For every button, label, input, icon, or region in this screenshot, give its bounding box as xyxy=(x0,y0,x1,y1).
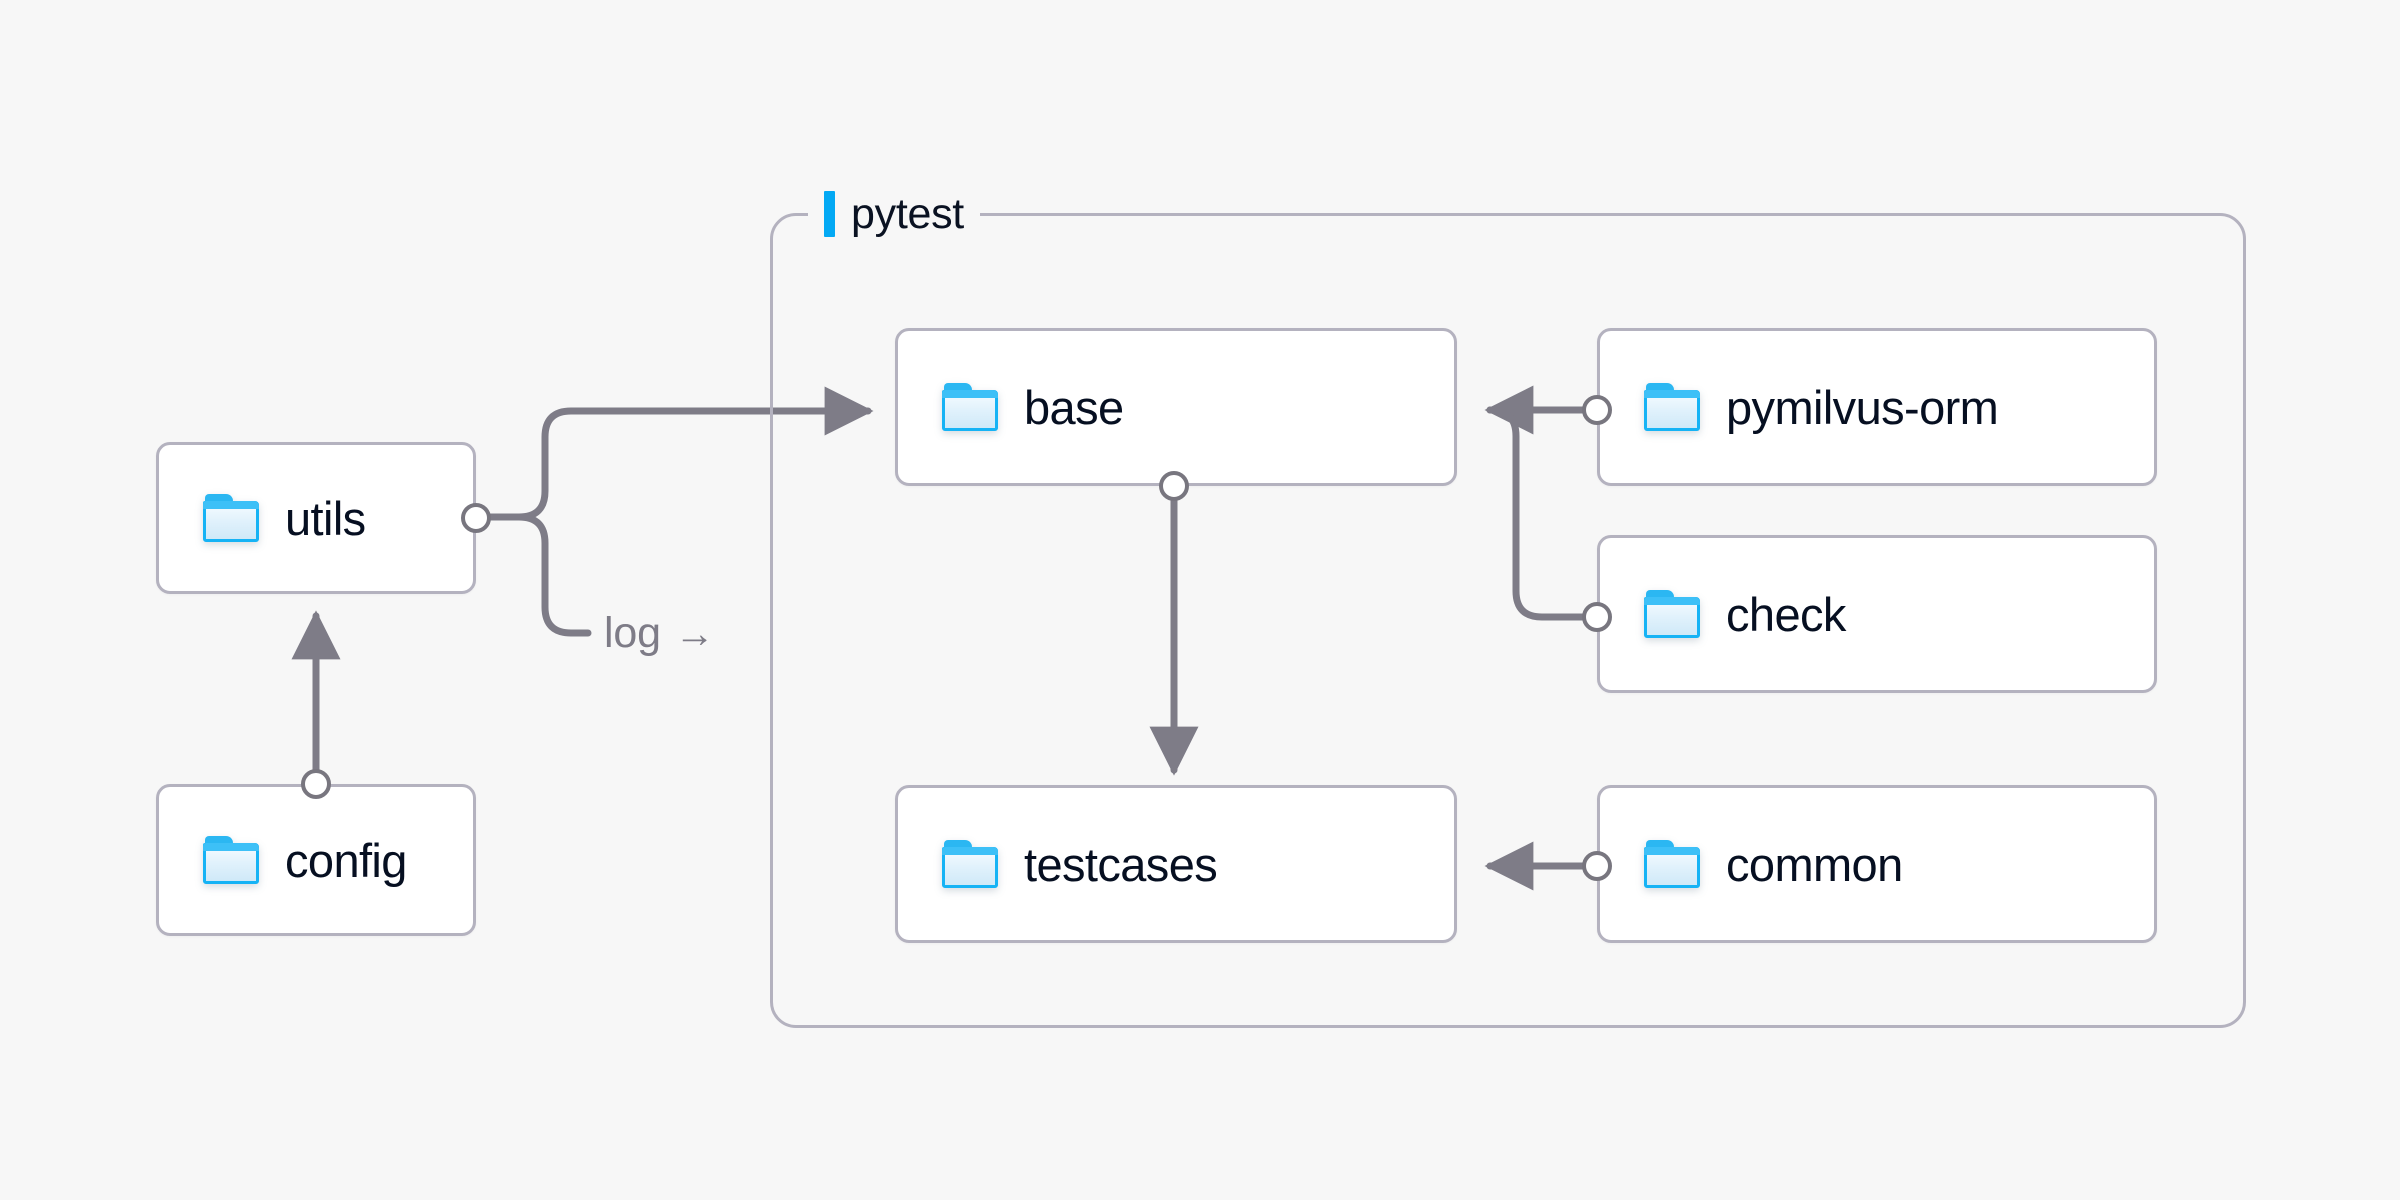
port-common-left[interactable] xyxy=(1582,851,1612,881)
folder-icon xyxy=(1644,383,1700,431)
edge-label-log: log → xyxy=(604,612,715,655)
edge-utils-to-log xyxy=(487,513,592,637)
node-testcases-label: testcases xyxy=(1024,837,1218,891)
node-common[interactable]: common xyxy=(1597,785,2157,943)
group-label-pytest: pytest xyxy=(808,185,980,243)
folder-icon xyxy=(1644,590,1700,638)
folder-icon xyxy=(1644,840,1700,888)
node-common-label: common xyxy=(1726,837,1903,891)
node-base-label: base xyxy=(1024,380,1124,434)
folder-icon xyxy=(942,840,998,888)
node-utils-label: utils xyxy=(285,491,366,545)
node-testcases[interactable]: testcases xyxy=(895,785,1457,943)
port-config-top[interactable] xyxy=(301,769,331,799)
group-container-pytest[interactable] xyxy=(770,213,2246,1028)
port-base-bottom[interactable] xyxy=(1159,471,1189,501)
edge-label-log-text: log xyxy=(604,609,661,657)
node-base[interactable]: base xyxy=(895,328,1457,486)
port-utils-right[interactable] xyxy=(461,503,491,533)
folder-icon xyxy=(203,836,259,884)
node-config[interactable]: config xyxy=(156,784,476,936)
arrow-right-icon: → xyxy=(674,611,715,656)
group-label-text: pytest xyxy=(851,189,964,238)
folder-icon xyxy=(942,383,998,431)
port-pymilvus-orm-left[interactable] xyxy=(1582,395,1612,425)
node-config-label: config xyxy=(285,833,407,887)
group-accent-bar xyxy=(824,191,835,237)
node-check-label: check xyxy=(1726,587,1846,641)
node-pymilvus-orm-label: pymilvus-orm xyxy=(1726,380,1999,434)
node-pymilvus-orm[interactable]: pymilvus-orm xyxy=(1597,328,2157,486)
node-utils[interactable]: utils xyxy=(156,442,476,594)
port-check-left[interactable] xyxy=(1582,602,1612,632)
node-check[interactable]: check xyxy=(1597,535,2157,693)
folder-icon xyxy=(203,494,259,542)
